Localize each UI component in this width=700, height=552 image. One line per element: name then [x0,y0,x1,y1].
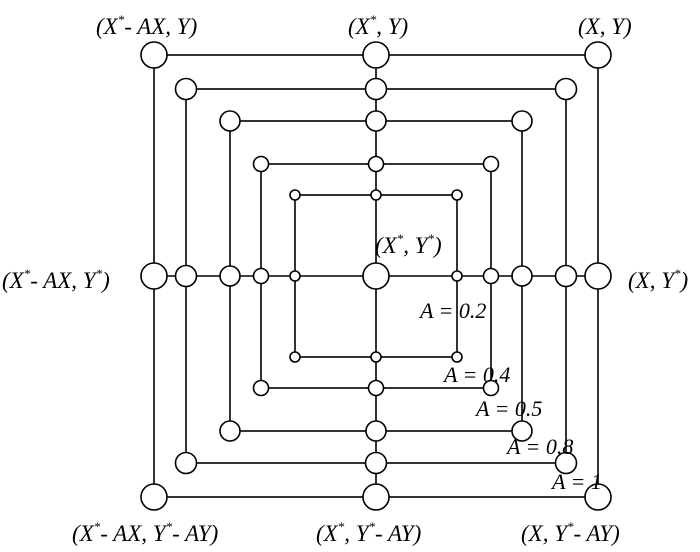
node-a-0.8-mid-right [554,264,578,288]
label-bottom-left: (X*- AX, Y*- AY) [72,519,218,546]
label-top-right: (X, Y) [578,14,632,39]
node-a-1-bottom-left [140,483,168,511]
node-a-0.4-mid-right [482,267,500,285]
node-a-0.8-mid-left [174,264,198,288]
a-label-0.4: A = 0.4 [442,362,510,387]
node-a-0.5-bottom-left [219,420,241,442]
node-a-1-bottom-mid [362,483,390,511]
node-a-1-bottom-right [584,483,612,511]
node-a-0.5-mid-left [219,265,241,287]
node-a-1-top-left [140,41,168,69]
node-a-0.2-mid-right [451,270,463,282]
node-a-0.5-bottom-mid [365,420,387,442]
node-a-1-top-mid [362,41,390,69]
node-a-0.5-top-left [219,110,241,132]
node-a-0.4-mid-left [252,267,270,285]
nodes-layer [140,41,612,511]
node-a-0.4-top-right [482,155,500,173]
node-a-0.5-top-right [511,110,533,132]
center-node [362,262,390,290]
node-a-0.5-top-mid [365,110,387,132]
node-a-0.8-top-left [174,77,198,101]
node-a-0.8-bottom-right [554,451,578,475]
node-a-0.2-bottom-left [289,351,301,363]
node-a-1-top-right [584,41,612,69]
node-a-0.8-bottom-mid [364,451,388,475]
node-a-1-mid-left [140,262,168,290]
node-a-0.2-mid-left [289,270,301,282]
node-a-0.8-top-mid [364,77,388,101]
node-a-0.8-bottom-left [174,451,198,475]
label-center: (X*, Y*) [375,231,442,258]
a-label-0.2: A = 0.2 [418,298,486,323]
node-a-0.5-bottom-right [511,420,533,442]
a-value-labels: A = 0.2 A = 0.4 A = 0.5 A = 0.8 A = 1 [418,298,602,494]
a-label-0.8: A = 0.8 [505,434,573,459]
node-a-1-mid-right [584,262,612,290]
node-a-0.8-top-right [554,77,578,101]
label-top-left: (X*- AX, Y) [96,12,197,39]
label-bottom-mid: (X*, Y*- AY) [316,519,421,546]
label-mid-left: (X*- AX, Y*) [2,266,110,293]
node-a-0.4-bottom-mid [367,379,385,397]
a-label-1: A = 1 [550,469,602,494]
node-a-0.5-mid-right [511,265,533,287]
node-a-0.4-bottom-right [482,379,500,397]
node-a-0.2-bottom-right [451,351,463,363]
label-top-mid: (X*, Y) [348,12,408,39]
node-a-0.4-bottom-left [252,379,270,397]
node-a-0.2-bottom-mid [370,351,382,363]
node-a-0.2-top-left [289,189,301,201]
label-bottom-right: (X, Y*- AY) [521,519,620,546]
label-mid-right: (X, Y*) [628,266,688,293]
node-a-0.4-top-left [252,155,270,173]
node-a-0.2-top-right [451,189,463,201]
a-label-0.5: A = 0.5 [474,396,542,421]
node-a-0.2-top-mid [370,189,382,201]
node-a-0.4-top-mid [367,155,385,173]
